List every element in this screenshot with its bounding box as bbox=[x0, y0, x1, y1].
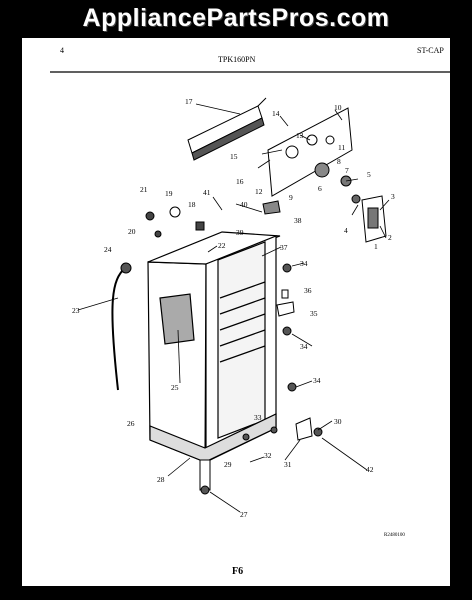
part-label: 6 bbox=[318, 184, 322, 193]
part-label: 13 bbox=[296, 131, 304, 140]
part-label: 20 bbox=[128, 227, 136, 236]
right-side-parts bbox=[276, 263, 297, 392]
section-code: ST-CAP bbox=[417, 46, 444, 55]
part-label: 35 bbox=[310, 309, 318, 318]
part-label: 5 bbox=[367, 170, 371, 179]
part-label: 4 bbox=[344, 226, 348, 235]
leg-and-hinge bbox=[199, 417, 323, 495]
part-label: 1 bbox=[374, 242, 378, 251]
part-label: 8 bbox=[337, 157, 341, 166]
part-label: 18 bbox=[188, 200, 196, 209]
part-label: 29 bbox=[224, 460, 232, 469]
control-panel bbox=[267, 107, 353, 197]
top-cover bbox=[187, 97, 267, 161]
part-label: 12 bbox=[255, 187, 263, 196]
part-labels: 1 2 3 4 5 6 7 8 9 10 11 12 13 14 15 16 1… bbox=[72, 97, 395, 519]
small-fasteners bbox=[145, 200, 281, 259]
part-label: 36 bbox=[304, 286, 312, 295]
part-label: 38 bbox=[294, 216, 302, 225]
part-label: 21 bbox=[140, 185, 148, 194]
part-label: 11 bbox=[338, 143, 345, 152]
drain-fitting bbox=[120, 262, 132, 274]
part-label: 33 bbox=[254, 413, 262, 422]
part-label: 32 bbox=[264, 451, 272, 460]
part-label: 3 bbox=[391, 192, 395, 201]
part-label: 42 bbox=[366, 465, 374, 474]
diagram-code: R2480100 bbox=[384, 533, 405, 538]
part-label: 40 bbox=[240, 200, 248, 209]
part-label: 34 bbox=[313, 376, 321, 385]
part-label: 26 bbox=[127, 419, 135, 428]
part-label: 15 bbox=[230, 152, 238, 161]
part-label: 34 bbox=[300, 259, 308, 268]
part-label: 27 bbox=[240, 510, 248, 519]
part-label: 31 bbox=[284, 460, 292, 469]
part-label: 28 bbox=[157, 475, 165, 484]
part-label: 10 bbox=[334, 103, 342, 112]
drain-tube bbox=[111, 267, 126, 391]
site-watermark: AppliancePartsPros.com bbox=[82, 4, 390, 32]
model-number: TPK160PN bbox=[218, 55, 256, 64]
page-number: 4 bbox=[60, 46, 64, 55]
part-label: 14 bbox=[272, 109, 280, 118]
part-label: 9 bbox=[289, 193, 293, 202]
part-label: 37 bbox=[280, 243, 288, 252]
part-label: 39 bbox=[236, 228, 244, 237]
part-label: 41 bbox=[203, 188, 211, 197]
part-label: 30 bbox=[334, 417, 342, 426]
part-label: 24 bbox=[104, 245, 112, 254]
thermostat-housing bbox=[351, 194, 387, 243]
figure-label: F6 bbox=[232, 566, 243, 577]
part-label: 23 bbox=[72, 306, 80, 315]
part-label: 17 bbox=[185, 97, 193, 106]
part-label: 34 bbox=[300, 342, 308, 351]
part-label: 16 bbox=[236, 177, 244, 186]
leader-lines bbox=[77, 103, 390, 513]
part-label: 19 bbox=[165, 189, 173, 198]
cabinet bbox=[147, 231, 281, 463]
part-label: 2 bbox=[388, 233, 392, 242]
part-label: 7 bbox=[345, 166, 349, 175]
part-label: 25 bbox=[171, 383, 179, 392]
part-label: 22 bbox=[218, 241, 226, 250]
